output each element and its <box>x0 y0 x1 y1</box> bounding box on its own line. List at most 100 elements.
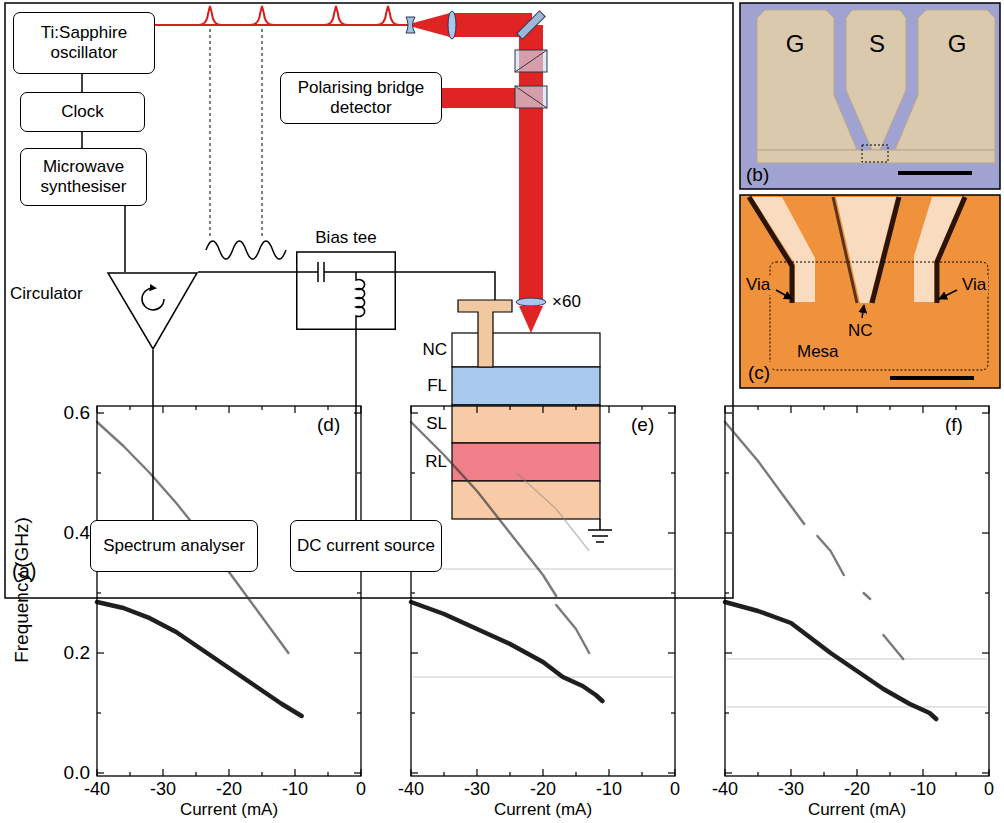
node-label: Microwave synthesiser <box>27 157 140 196</box>
diverging-lens <box>406 17 415 33</box>
axis-tick <box>671 472 675 473</box>
pad-label: S <box>869 30 885 58</box>
axis-tick <box>982 412 989 413</box>
instrument-box: Ti:Sapphire oscillator <box>13 12 155 74</box>
tick-label: 0.2 <box>64 642 90 664</box>
laser-beam <box>440 88 519 108</box>
spectrum-trace <box>817 536 843 575</box>
tick-label: 0 <box>670 779 680 800</box>
noise-line <box>727 659 987 660</box>
layer-rl <box>452 443 600 481</box>
scale-bar <box>898 171 972 175</box>
tick-label: -40 <box>712 779 738 800</box>
callout-label: Via <box>744 275 772 295</box>
bias-tee-frame <box>297 252 396 329</box>
noise-line <box>727 707 987 708</box>
tick-label: -20 <box>844 779 870 800</box>
panel-frame <box>740 195 1000 388</box>
layer-sl <box>452 405 600 443</box>
axis-tick <box>671 592 675 593</box>
axis-tick <box>889 406 890 410</box>
spectrum-trace <box>411 602 602 701</box>
tick-label: -40 <box>84 779 110 800</box>
axis-tick <box>476 769 477 776</box>
spectrum-trace <box>97 422 288 653</box>
axis-tick <box>725 772 732 773</box>
layer-fl <box>452 367 600 405</box>
circulator-triangle <box>8 272 198 350</box>
axis-tick <box>542 406 543 413</box>
axis-tick <box>725 652 732 653</box>
node-label: Polarising bridge detector <box>287 78 435 117</box>
axis-tick <box>608 769 609 776</box>
circulator-triangle <box>108 273 197 349</box>
bias-tee: Bias tee <box>296 228 396 330</box>
axis-tick <box>757 772 758 776</box>
mirror <box>517 11 545 39</box>
signal-pad <box>846 10 906 150</box>
node-label: Circulator <box>10 284 83 304</box>
wire <box>355 330 357 520</box>
axis-tick <box>162 406 163 413</box>
axis-tick <box>542 769 543 776</box>
axis-tick <box>922 406 923 413</box>
axis-title: Current (mA) <box>180 800 278 820</box>
axis-tick <box>674 406 675 413</box>
panel-frame <box>740 3 1000 189</box>
objective-lens <box>516 298 546 306</box>
instrument-box: Clock <box>20 92 145 132</box>
axis-tick <box>476 406 477 413</box>
instrument-box: Microwave synthesiser <box>20 148 147 206</box>
axis-tick <box>724 406 725 413</box>
pad-label: G <box>948 30 967 58</box>
circulator-arrow <box>142 288 164 310</box>
axis-tick <box>411 472 415 473</box>
axis-tick <box>955 772 956 776</box>
axis-tick <box>725 412 732 413</box>
axis-tick <box>261 772 262 776</box>
panel-letter: (e) <box>631 414 654 436</box>
axis-tick <box>294 769 295 776</box>
axis-tick <box>955 406 956 410</box>
panel-frame <box>5 3 733 598</box>
axis-tick <box>922 769 923 776</box>
wire <box>81 132 83 148</box>
axis-tick <box>97 472 101 473</box>
axis-tick <box>985 592 989 593</box>
axis-tick <box>985 712 989 713</box>
axis-tick <box>641 406 642 410</box>
axis-title: Frequency (GHz) <box>11 517 33 663</box>
layer-label: RL <box>425 452 447 472</box>
panel-letter: (c) <box>746 362 772 384</box>
axis-tick <box>823 406 824 410</box>
axis-tick <box>823 772 824 776</box>
axis-tick <box>97 712 101 713</box>
layer-nc <box>452 333 600 367</box>
axis-tick <box>410 406 411 413</box>
magnification: ×60 <box>552 292 581 312</box>
axis-tick <box>228 769 229 776</box>
axis-tick <box>856 769 857 776</box>
axis-tick <box>982 532 989 533</box>
axis-tick <box>261 406 262 410</box>
layer-label: SL <box>426 414 447 434</box>
node-heading: Bias tee <box>296 228 396 248</box>
callout-label: Mesa <box>795 342 841 362</box>
axis-tick <box>354 772 361 773</box>
laser-beam <box>153 24 408 26</box>
tick-label: -40 <box>398 779 424 800</box>
axis-tick <box>411 592 415 593</box>
beamsplitter-cube <box>515 86 547 108</box>
ground-symbol <box>588 519 612 542</box>
axis-tick <box>889 772 890 776</box>
axis-tick <box>668 772 675 773</box>
contact <box>458 300 512 367</box>
tick-label: -30 <box>464 779 490 800</box>
axis-tick <box>228 406 229 413</box>
sync-dash <box>262 29 263 237</box>
afm-shadow <box>872 197 899 303</box>
ground-pad <box>757 10 857 150</box>
wire <box>198 271 296 273</box>
tick-label: 0.6 <box>64 402 90 424</box>
